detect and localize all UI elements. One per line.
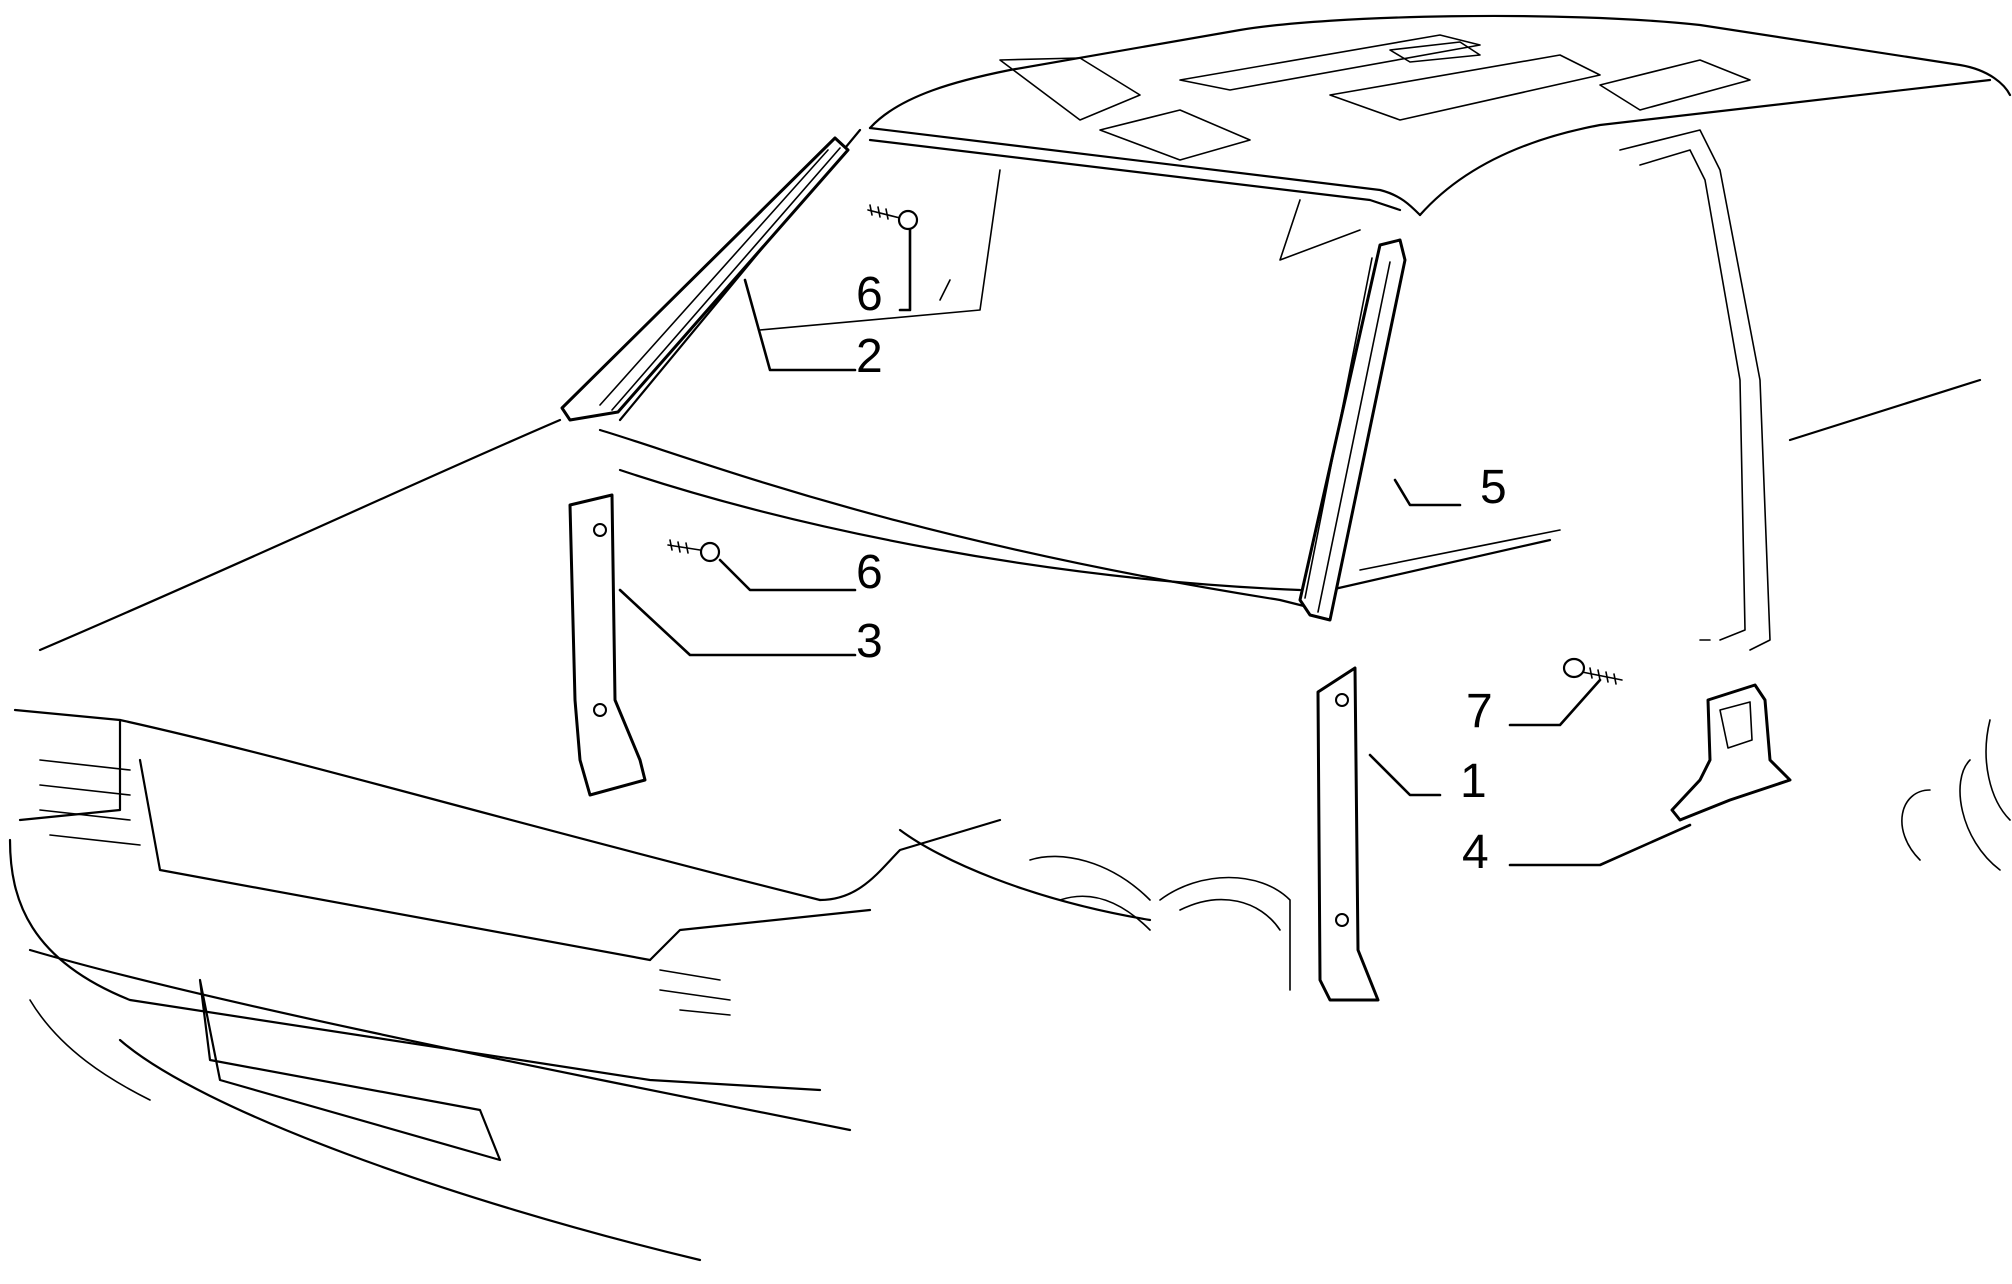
part-4-sill-trim <box>1670 683 1792 822</box>
leader-lines <box>618 228 1692 867</box>
callout-6-top: 6 <box>856 268 883 321</box>
screw-7 <box>1562 657 1623 685</box>
callout-6-middle: 6 <box>856 546 883 599</box>
screw-6-middle <box>667 539 721 563</box>
part-1-lower-trim-right <box>1316 666 1380 1002</box>
part-3-lower-trim-left <box>568 493 647 797</box>
screw-6-top <box>867 204 919 231</box>
callout-5: 5 <box>1480 461 1507 514</box>
callout-7: 7 <box>1466 685 1493 738</box>
callout-1: 1 <box>1460 755 1487 808</box>
callout-3: 3 <box>856 615 883 668</box>
callout-4: 4 <box>1462 826 1489 879</box>
car-body-outline <box>8 14 2012 1262</box>
callout-2: 2 <box>856 330 883 383</box>
part-2-a-pillar-trim <box>560 136 850 422</box>
part-5-pillar-trim <box>1298 238 1407 622</box>
